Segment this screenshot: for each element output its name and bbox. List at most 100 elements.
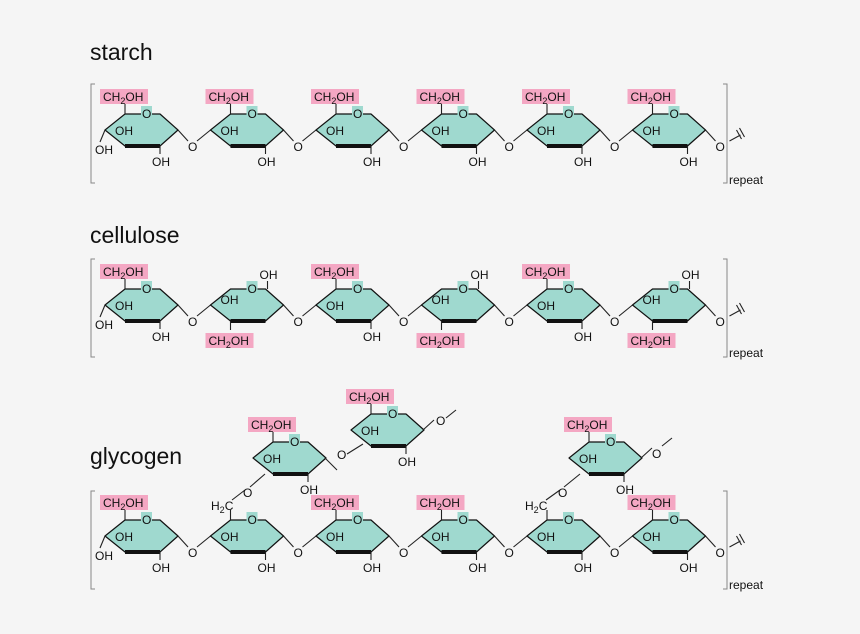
glycogen-branch-1-end-oxygen: O: [436, 414, 445, 428]
starch-bracket-left: [90, 83, 95, 184]
glycogen-unit-3-ch2oh-highlight: [311, 495, 359, 510]
glycogen-unit-2-ring-o-bg: [246, 512, 258, 524]
cellulose-unit-2-oh-c4: OH: [221, 293, 239, 307]
cellulose-unit-5-ch2oh-highlight: [522, 264, 570, 279]
cellulose-unit-3-ch2oh: CH2OH: [314, 265, 354, 281]
glycogen-unit-5-oh-c3: OH: [574, 561, 592, 575]
starch-unit-5-oh-c3: OH: [574, 155, 592, 169]
glycogen-unit-1-ring-oxygen: O: [142, 513, 151, 527]
cellulose-unit-1-ch2oh: CH2OH: [103, 265, 143, 281]
glycogen-branch-2-unit-1-ring-o-bg: [605, 434, 616, 446]
glycogen-branch-2-bond-b: [563, 473, 581, 488]
cellulose-unit-5-ring-o-bg: [563, 281, 574, 293]
starch-unit-5-ch2oh-highlight: [522, 89, 570, 104]
starch-unit-6-ch2oh: CH2OH: [631, 90, 671, 106]
glycogen-unit-6-ch2oh: CH2OH: [631, 496, 671, 512]
glycogen-unit-6-oh-c3: OH: [680, 561, 698, 575]
starch-chain-end: [729, 134, 741, 142]
starch-unit-6-ring-o-bg: [668, 106, 680, 118]
starch-glyco-oxygen-1: O: [188, 140, 197, 154]
cellulose-glyco-bond-b-5: [618, 304, 633, 317]
glycogen-unit-2-oh-c3: OH: [258, 561, 276, 575]
glycogen-unit-4-ch2oh-highlight: [416, 495, 465, 510]
cellulose-unit-6-ring-o-bg: [668, 281, 680, 293]
cellulose-unit-2-ch2oh-highlight: [205, 333, 254, 348]
cellulose-unit-2-ring-o-bg: [246, 281, 258, 293]
cellulose-unit-3-ring-o-bg: [352, 281, 363, 293]
glycogen-unit-4-oh-c3: OH: [469, 561, 487, 575]
starch-unit-4-ring-o-bg: [457, 106, 469, 118]
glycogen-glyco-oxygen-6: O: [716, 546, 725, 560]
glycogen-glyco-oxygen-1: O: [188, 546, 197, 560]
glycogen-glyco-bond-a-3: [388, 535, 400, 548]
cellulose-unit-4-ch2oh-highlight: [416, 333, 465, 348]
cellulose-glyco-oxygen-6: O: [716, 315, 725, 329]
starch-unit-4-oh-c3: OH: [469, 155, 487, 169]
starch-bracket-right: [723, 83, 728, 184]
starch-chain-end-mark-a: [736, 129, 742, 140]
glycogen-unit-5-oh-c4: OH: [537, 530, 555, 544]
cellulose-unit-6-ring-oxygen: O: [670, 282, 679, 296]
cellulose-unit-6-ch2oh-highlight: [627, 333, 676, 348]
starch-unit-4-oh-c4: OH: [432, 124, 450, 138]
glycogen-branch-2-bond-a: [545, 489, 561, 501]
starch-glyco-oxygen-5: O: [610, 140, 619, 154]
starch-title: starch: [90, 39, 153, 65]
starch-unit-1-ring-o-bg: [141, 106, 152, 118]
cellulose-unit-3-oh-c3: OH: [363, 330, 381, 344]
cellulose-unit-3-ch2oh-highlight: [311, 264, 359, 279]
starch-unit-3-ring-oxygen: O: [353, 107, 362, 121]
starch-glyco-bond-a-1: [177, 129, 189, 142]
starch-unit-5-ring-o-bg: [563, 106, 574, 118]
starch-unit-4-ch2oh: CH2OH: [420, 90, 460, 106]
glycogen-branch-1-unit-1-oh-c4: OH: [263, 452, 281, 466]
starch-glyco-bond-b-4: [513, 129, 528, 142]
cellulose-unit-6-oh-c4: OH: [643, 293, 661, 307]
molecule-layer: OCH2OHOHOHOOCH2OHOHOHOOCH2OHOHOHOOCH2OHO…: [90, 83, 745, 590]
starch-unit-3-ch2oh: CH2OH: [314, 90, 354, 106]
cellulose-unit-4-ch2oh: CH2OH: [420, 334, 460, 350]
glycogen-unit-3-ring-oxygen: O: [353, 513, 362, 527]
starch-glyco-bond-a-6: [705, 129, 716, 142]
starch-unit-2-ring-o-bg: [246, 106, 258, 118]
cellulose-unit-3-oh-c4: OH: [326, 299, 344, 313]
starch-glyco-bond-a-5: [599, 129, 611, 142]
cellulose-glyco-oxygen-3: O: [399, 315, 408, 329]
starch-unit-4-ch2oh-highlight: [416, 89, 465, 104]
glycogen-branch-2-oxygen: O: [558, 486, 567, 500]
cellulose-glyco-bond-a-1: [177, 304, 189, 317]
cellulose-unit-6-oh-c3: OH: [682, 268, 700, 282]
glycogen-glyco-bond-a-5: [599, 535, 611, 548]
glycogen-branch-1-bond-b: [249, 473, 266, 488]
starch-glyco-oxygen-2: O: [294, 140, 303, 154]
glycogen-unit-3-oh-c3: OH: [363, 561, 381, 575]
glycogen-unit-4-ch2oh: CH2OH: [420, 496, 460, 512]
cellulose-glyco-bond-a-4: [494, 304, 505, 317]
cellulose-unit-5-oh-c4: OH: [537, 299, 555, 313]
starch-unit-5-ch2oh: CH2OH: [525, 90, 565, 106]
starch-glyco-bond-a-3: [388, 129, 400, 142]
starch-unit-6-oh-c4: OH: [643, 124, 661, 138]
starch-unit-3-ch2oh-highlight: [311, 89, 359, 104]
glycogen-glyco-bond-b-4: [513, 535, 528, 548]
glycogen-oh-end-bond: [99, 535, 106, 549]
glycogen-chain-end: [729, 540, 741, 548]
glycogen-unit-5-ring-oxygen: O: [564, 513, 573, 527]
starch-unit-3-oh-c4: OH: [326, 124, 344, 138]
glycogen-unit-3-ring-o-bg: [352, 512, 363, 524]
glycogen-branch-1-bond-e: [422, 419, 435, 431]
starch-glyco-oxygen-4: O: [505, 140, 514, 154]
glycogen-branch-2-unit-1-oh-c4: OH: [579, 452, 597, 466]
cellulose-glyco-oxygen-1: O: [188, 315, 197, 329]
glycogen-chain-end-mark-a: [736, 535, 742, 546]
cellulose-glyco-bond-b-1: [196, 304, 211, 317]
glycogen-title: glycogen: [90, 443, 182, 469]
starch-glyco-oxygen-3: O: [399, 140, 408, 154]
glycogen-branch-1-chain-end: [445, 409, 457, 419]
glycogen-unit-1-oh-c3: OH: [152, 561, 170, 575]
glycogen-unit-1-ring-o-bg: [141, 512, 152, 524]
glycogen-unit-4-ring-oxygen: O: [459, 513, 468, 527]
glycogen-h2c-1: H2C: [211, 499, 234, 515]
glycogen-branch-1-unit-2-ring-oxygen: O: [388, 407, 397, 421]
starch-unit-5-oh-c4: OH: [537, 124, 555, 138]
